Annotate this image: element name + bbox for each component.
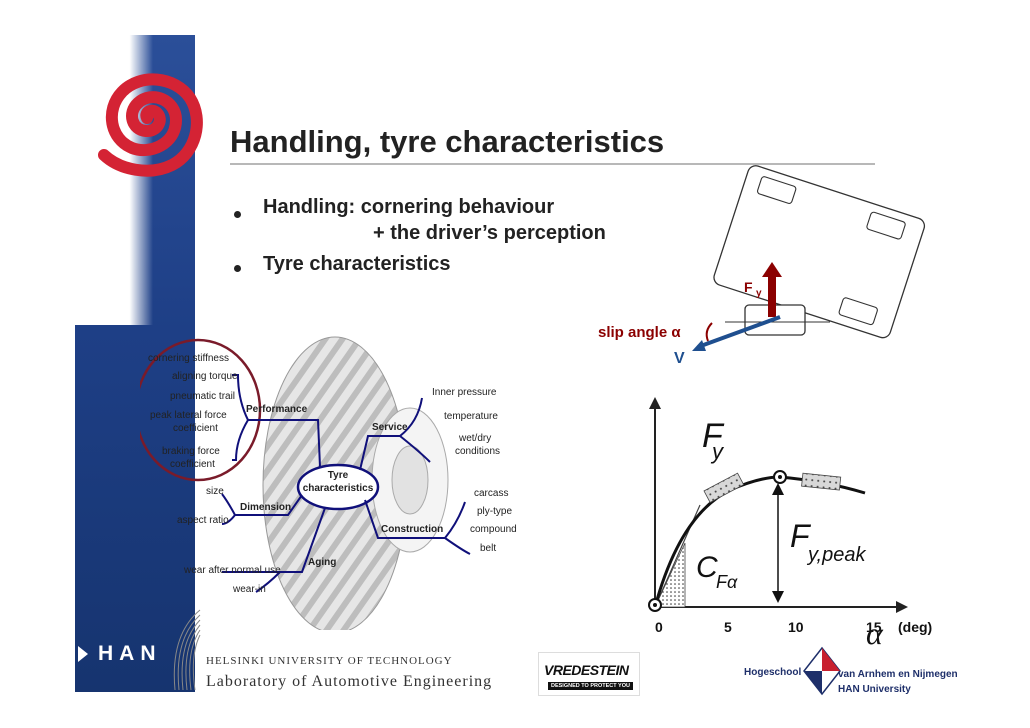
x-tick-0: 0	[655, 619, 663, 635]
force-label: F	[744, 279, 753, 295]
mm-ply-type: ply-type	[477, 506, 513, 517]
x-tick-5: 5	[724, 619, 732, 635]
mindmap-connectors	[221, 374, 471, 593]
y-label-sub: y	[710, 439, 725, 464]
mm-branch-construction: Construction	[381, 524, 444, 535]
mm-conditions: conditions	[455, 446, 501, 457]
tyre-hub	[391, 445, 429, 515]
han-footer-school: Hogeschool	[744, 667, 802, 678]
mm-branch-service: Service	[372, 422, 408, 433]
slip-angle-arc	[705, 322, 713, 342]
bullet-dot	[234, 265, 241, 272]
vredestein-tagline: DESIGNED TO PROTECT YOU	[548, 682, 633, 690]
car-body	[713, 165, 926, 339]
spiral-logo-icon	[98, 73, 203, 177]
force-curve-line	[653, 475, 866, 608]
mm-peak-lateral-force: peak lateral force	[150, 410, 227, 421]
mm-wet-dry: wet/dry	[459, 433, 492, 444]
force-subscript: y	[756, 288, 762, 299]
hut-arc-logo-icon	[173, 609, 201, 691]
mm-branch-dimension: Dimension	[240, 502, 292, 513]
mm-aligning-torque: aligning torque	[172, 371, 238, 382]
mm-pneumatic-trail: pneumatic trail	[170, 391, 236, 402]
page-title: Handling, tyre characteristics	[230, 124, 665, 159]
vehicle-diagram: F y slip angle α V	[598, 165, 926, 367]
performance-highlight-oval	[140, 338, 262, 482]
center-node-oval	[296, 463, 380, 511]
stiffness-label-sub: Fα	[716, 572, 738, 592]
peak-label-main: F	[790, 518, 812, 554]
x-axis-arrowhead	[896, 601, 908, 613]
mm-carcass: carcass	[474, 488, 509, 499]
y-label-main: F	[702, 417, 725, 455]
han-footer-university: HAN University	[838, 684, 911, 695]
mm-braking-force: braking force	[162, 446, 220, 457]
x-unit: (deg)	[898, 619, 933, 635]
velocity-label: V	[674, 350, 685, 367]
mm-aspect-ratio: aspect ratio	[177, 515, 229, 526]
y-axis-arrowhead	[649, 397, 661, 409]
mm-wear-in: wear-in	[233, 584, 266, 595]
mm-branch-performance: Performance	[246, 404, 308, 415]
tyre-mindmap-graphic	[140, 336, 471, 630]
bullet-dot	[234, 211, 241, 218]
mm-peak-coefficient: coefficient	[173, 423, 218, 434]
cornering-force-curve: F y F y,peak C Fα	[648, 397, 908, 613]
lateral-force-arrow	[768, 275, 776, 317]
vredestein-name: VREDESTEIN	[544, 662, 629, 678]
velocity-arrowhead	[692, 340, 706, 351]
bullet-tyre: Tyre characteristics	[263, 253, 451, 275]
mm-size: size	[206, 486, 224, 497]
bullet-handling: Handling: cornering behaviour	[263, 196, 555, 218]
stiffness-label-main: C	[696, 551, 718, 584]
han-arrow-icon	[78, 646, 88, 662]
velocity-arrow	[697, 315, 781, 349]
tyre-block-2	[801, 472, 842, 491]
x-tick-15: 15	[866, 619, 882, 635]
peak-label-sub: y,peak	[806, 544, 866, 566]
wheel-front-left	[757, 176, 797, 204]
mm-braking-coefficient: coefficient	[170, 459, 215, 470]
lateral-force-arrowhead	[762, 262, 782, 277]
title-divider	[230, 163, 875, 165]
mm-wear-normal-use: wear after normal use	[184, 565, 281, 576]
han-footer-place: van Arnhem en Nijmegen	[838, 669, 958, 680]
mm-center-line2: characteristics	[302, 483, 374, 494]
mm-belt: belt	[480, 543, 497, 554]
footer-university: HELSINKI UNIVERSITY OF TECHNOLOGY	[206, 655, 453, 667]
tyre-block-1	[703, 472, 745, 503]
wheel-rear-left	[866, 211, 906, 240]
slip-angle-label: slip angle α	[598, 324, 681, 341]
han-diamond-logo-icon	[803, 646, 841, 696]
mm-cornering-stiffness: cornering stiffness	[148, 353, 229, 364]
mm-center-line1: Tyre	[327, 470, 349, 481]
mm-inner-pressure: Inner pressure	[432, 387, 497, 398]
mm-temperature: temperature	[444, 411, 498, 422]
mm-compound: compound	[470, 524, 517, 535]
mm-branch-aging: Aging	[308, 557, 337, 568]
footer-lab: Laboratory of Automotive Engineering	[206, 673, 493, 690]
bullet-handling-cont: + the driver’s perception	[373, 222, 606, 244]
vredestein-logo: VREDESTEIN DESIGNED TO PROTECT YOU	[538, 652, 640, 696]
han-side-logo: HAN	[98, 642, 162, 665]
wheel-rear-right	[838, 297, 878, 326]
x-tick-10: 10	[788, 619, 804, 635]
x-symbol: α	[866, 615, 883, 651]
